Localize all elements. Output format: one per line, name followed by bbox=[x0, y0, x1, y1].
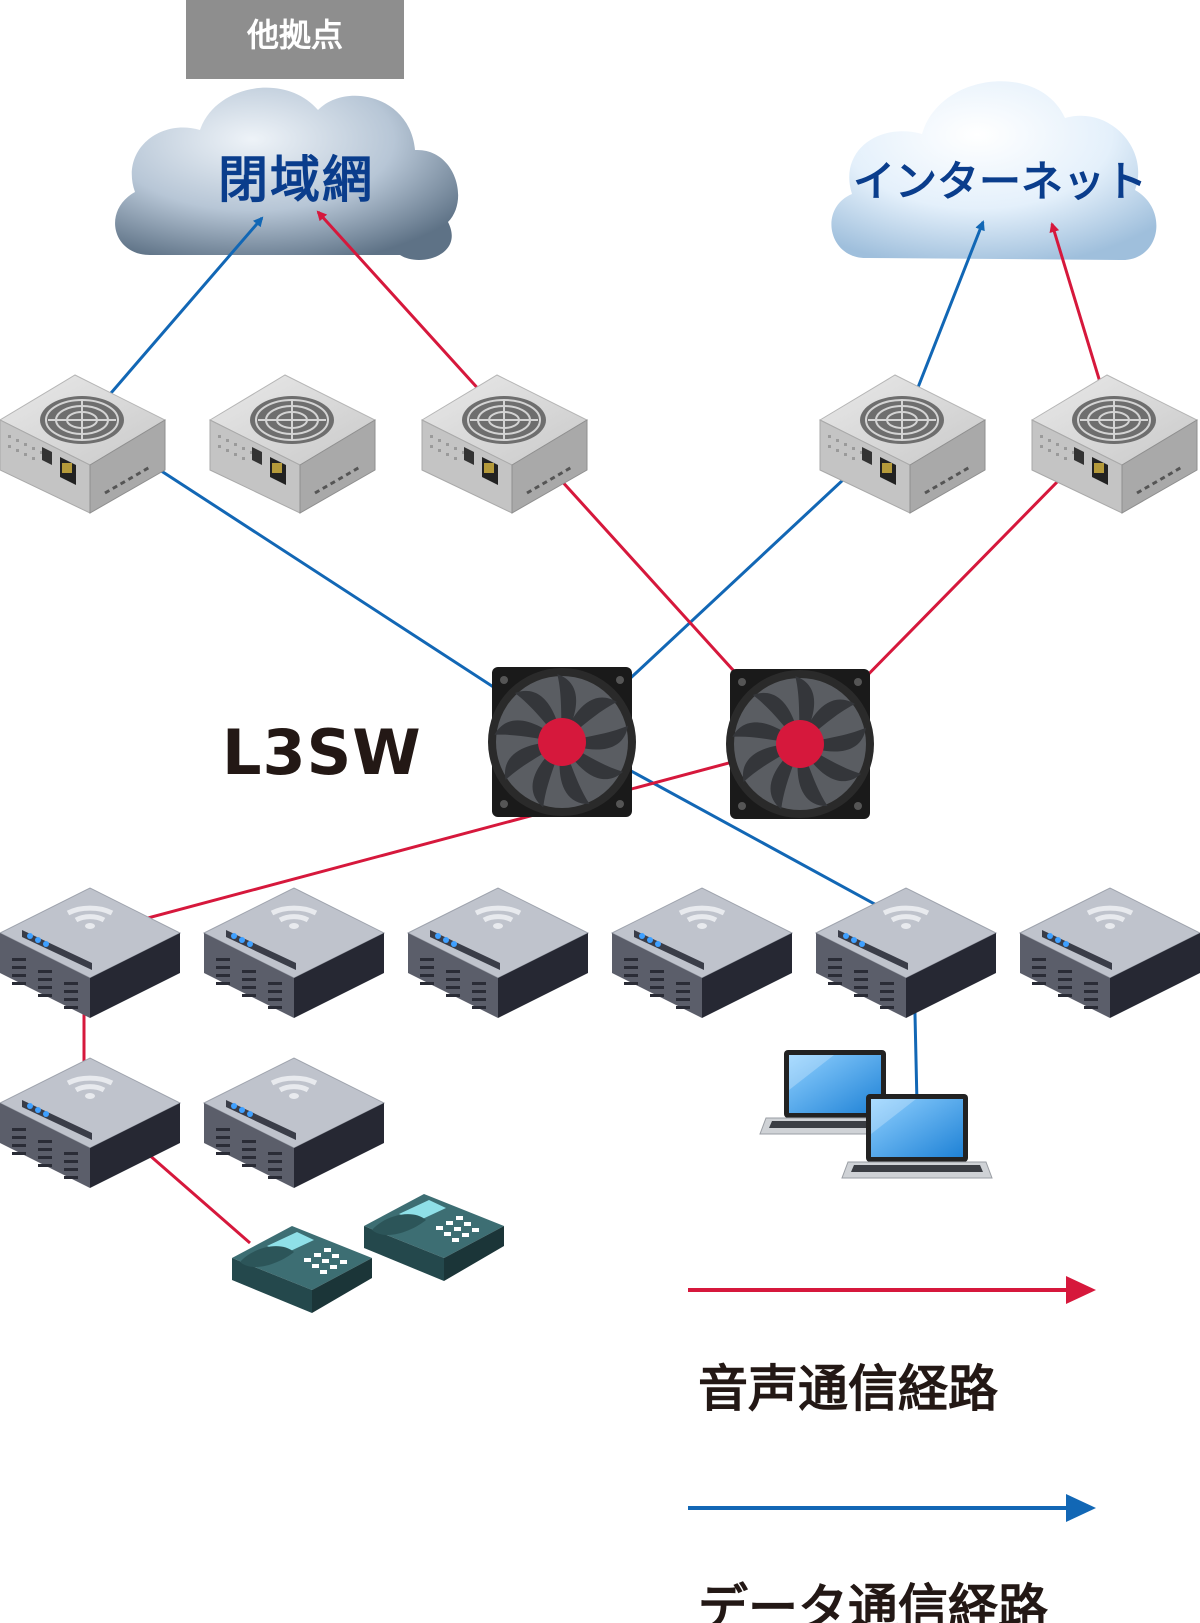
ip-phone-icon bbox=[232, 1226, 372, 1313]
l3-switch-fan-icon bbox=[488, 667, 636, 817]
closed-network-label: 閉域網 bbox=[218, 151, 374, 209]
server-icon bbox=[1030, 373, 1199, 515]
server-icon bbox=[420, 373, 589, 515]
server-icon bbox=[208, 373, 377, 515]
wifi-access-point-icon bbox=[0, 888, 180, 1018]
legend-voice-label: 音声通信経路 bbox=[698, 1360, 998, 1418]
server-icon bbox=[0, 373, 167, 515]
wifi-access-point-icon bbox=[816, 888, 996, 1018]
internet-cloud-icon bbox=[831, 81, 1157, 261]
wifi-access-point-icon bbox=[408, 888, 588, 1018]
legend-data-arrow bbox=[688, 1494, 1096, 1522]
server-icon bbox=[818, 373, 987, 515]
wifi-access-point-icon bbox=[612, 888, 792, 1018]
ip-phone-icon bbox=[364, 1194, 504, 1281]
wifi-access-point-icon bbox=[204, 888, 384, 1018]
legend-data-label: データ通信経路 bbox=[698, 1579, 1048, 1623]
wifi-access-point-icon bbox=[204, 1058, 384, 1188]
internet-label: インターネット bbox=[852, 157, 1147, 206]
wifi-access-point-icon bbox=[0, 1058, 180, 1188]
closed-network-cloud-icon bbox=[115, 87, 459, 260]
other-site-tag: 他拠点 bbox=[186, 0, 404, 79]
l3sw-label: L3SW bbox=[222, 716, 422, 789]
wifi-access-point-icon bbox=[1020, 888, 1200, 1018]
legend-voice-arrow bbox=[688, 1276, 1096, 1304]
l3-switch-fan-icon bbox=[726, 669, 874, 819]
